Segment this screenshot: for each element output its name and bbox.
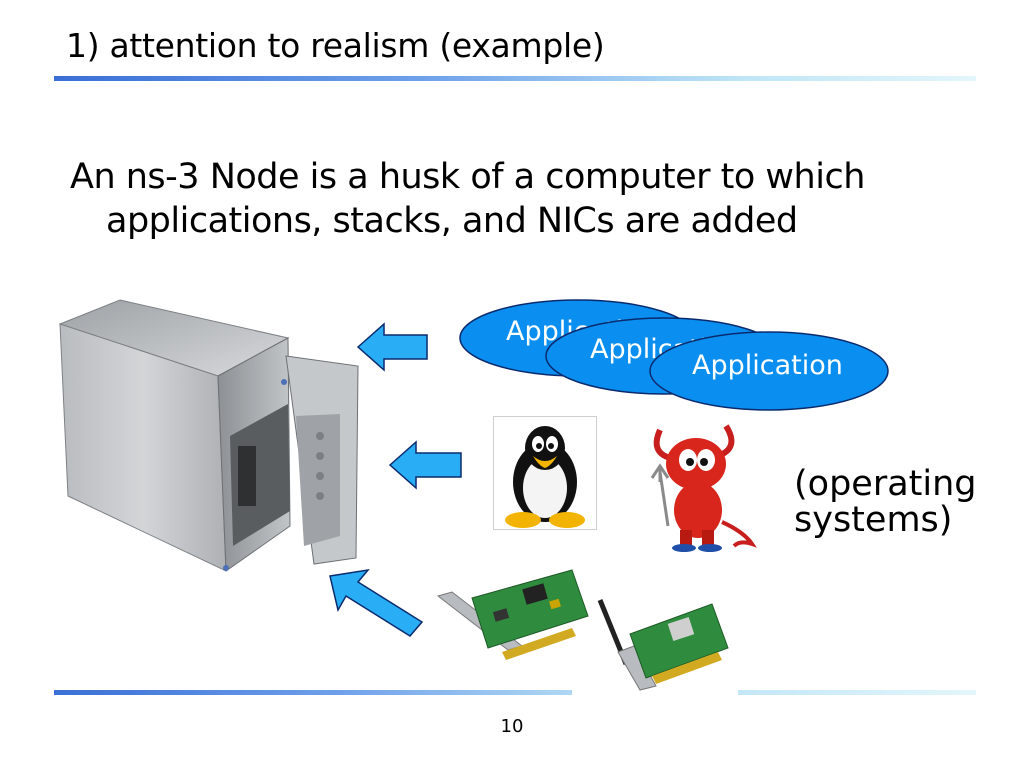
footer-rule-left	[54, 690, 572, 695]
computer-case-icon	[58, 299, 359, 572]
arrow-left-icon	[388, 440, 462, 490]
tux-penguin-icon	[493, 416, 597, 530]
body-text: An ns-3 Node is a husk of a computer to …	[70, 155, 950, 243]
os-label-line-1: (operating	[794, 464, 977, 504]
body-line-1: An ns-3 Node is a husk of a computer to …	[70, 157, 865, 197]
operating-systems-label: (operating systems)	[794, 466, 977, 538]
body-line-2: applications, stacks, and NICs are added	[106, 201, 798, 241]
arrow-left-icon	[356, 322, 428, 372]
title-underline	[54, 76, 976, 81]
application-ellipse-3	[649, 331, 889, 411]
wireless-card-icon	[597, 599, 729, 691]
arrow-left-icon	[329, 568, 424, 637]
page-number: 10	[500, 716, 524, 737]
network-card-icon	[436, 569, 589, 660]
os-label-line-2: systems)	[794, 500, 953, 540]
application-label-3: Application	[692, 350, 843, 381]
bsd-daemon-icon	[650, 424, 757, 552]
footer-rule-right	[738, 690, 976, 695]
slide-title: 1) attention to realism (example)	[66, 26, 605, 65]
